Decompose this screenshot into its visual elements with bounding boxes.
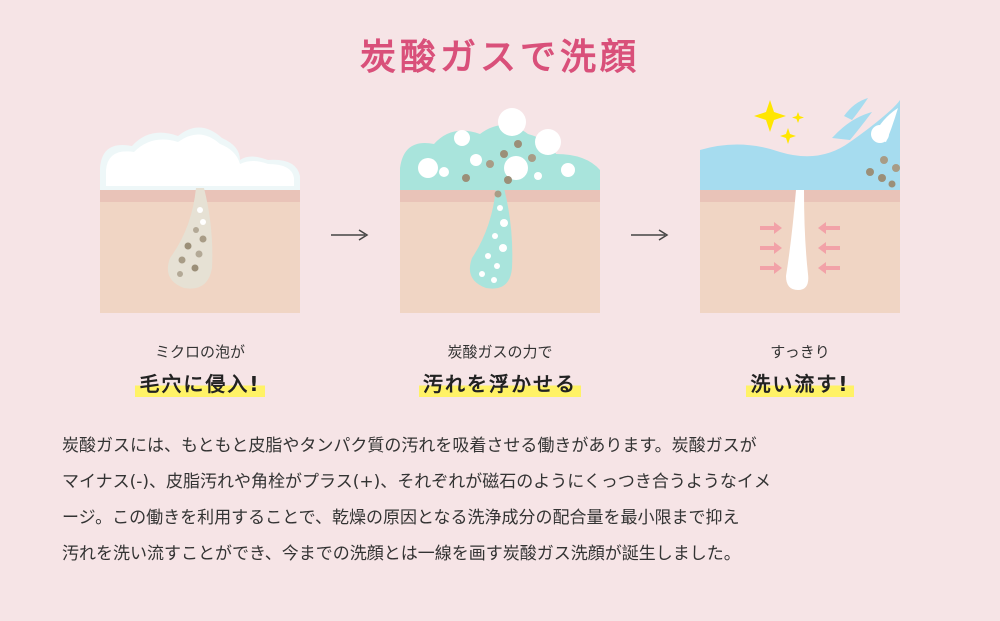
step-subtitle: すっきり bbox=[770, 343, 830, 361]
illustration-wash-away bbox=[700, 98, 900, 313]
step-title: 汚れを浮かせる bbox=[419, 368, 581, 397]
description-line: ージ。この働きを利用することで、乾燥の原因となる洗浄成分の配合量を最小限まで抑え bbox=[62, 508, 740, 528]
right-arrow-icon bbox=[331, 229, 369, 241]
step-title: 毛穴に侵入! bbox=[135, 368, 265, 397]
step-title: 洗い流す! bbox=[746, 368, 854, 397]
page-title: 炭酸ガスで洗顔 bbox=[359, 37, 640, 78]
sparkle-icon bbox=[754, 100, 804, 144]
illustration-bubbles-lift-dirt bbox=[400, 98, 600, 313]
illustration-foam-enters-pore bbox=[100, 98, 300, 313]
description-line: マイナス(-)、皮脂汚れや角栓がプラス(+)、それぞれが磁石のようにくっつき合う… bbox=[62, 472, 771, 492]
description-line: 汚れを洗い流すことができ、今までの洗顔とは一線を画す炭酸ガス洗顔が誕生しました。 bbox=[62, 544, 741, 564]
description-line: 炭酸ガスには、もともと皮脂やタンパク質の汚れを吸着させる働きがあります。炭酸ガス… bbox=[62, 436, 757, 456]
description-paragraph: 炭酸ガスには、もともと皮脂やタンパク質の汚れを吸着させる働きがあります。炭酸ガス… bbox=[62, 428, 942, 572]
step-caption: ミクロの泡が 毛穴に侵入! bbox=[70, 340, 330, 397]
step-subtitle: 炭酸ガスの力で bbox=[447, 343, 553, 361]
step-caption: 炭酸ガスの力で 汚れを浮かせる bbox=[370, 340, 630, 397]
right-arrow-icon bbox=[631, 229, 669, 241]
step-caption: すっきり 洗い流す! bbox=[670, 340, 930, 397]
step-subtitle: ミクロの泡が bbox=[154, 343, 245, 361]
